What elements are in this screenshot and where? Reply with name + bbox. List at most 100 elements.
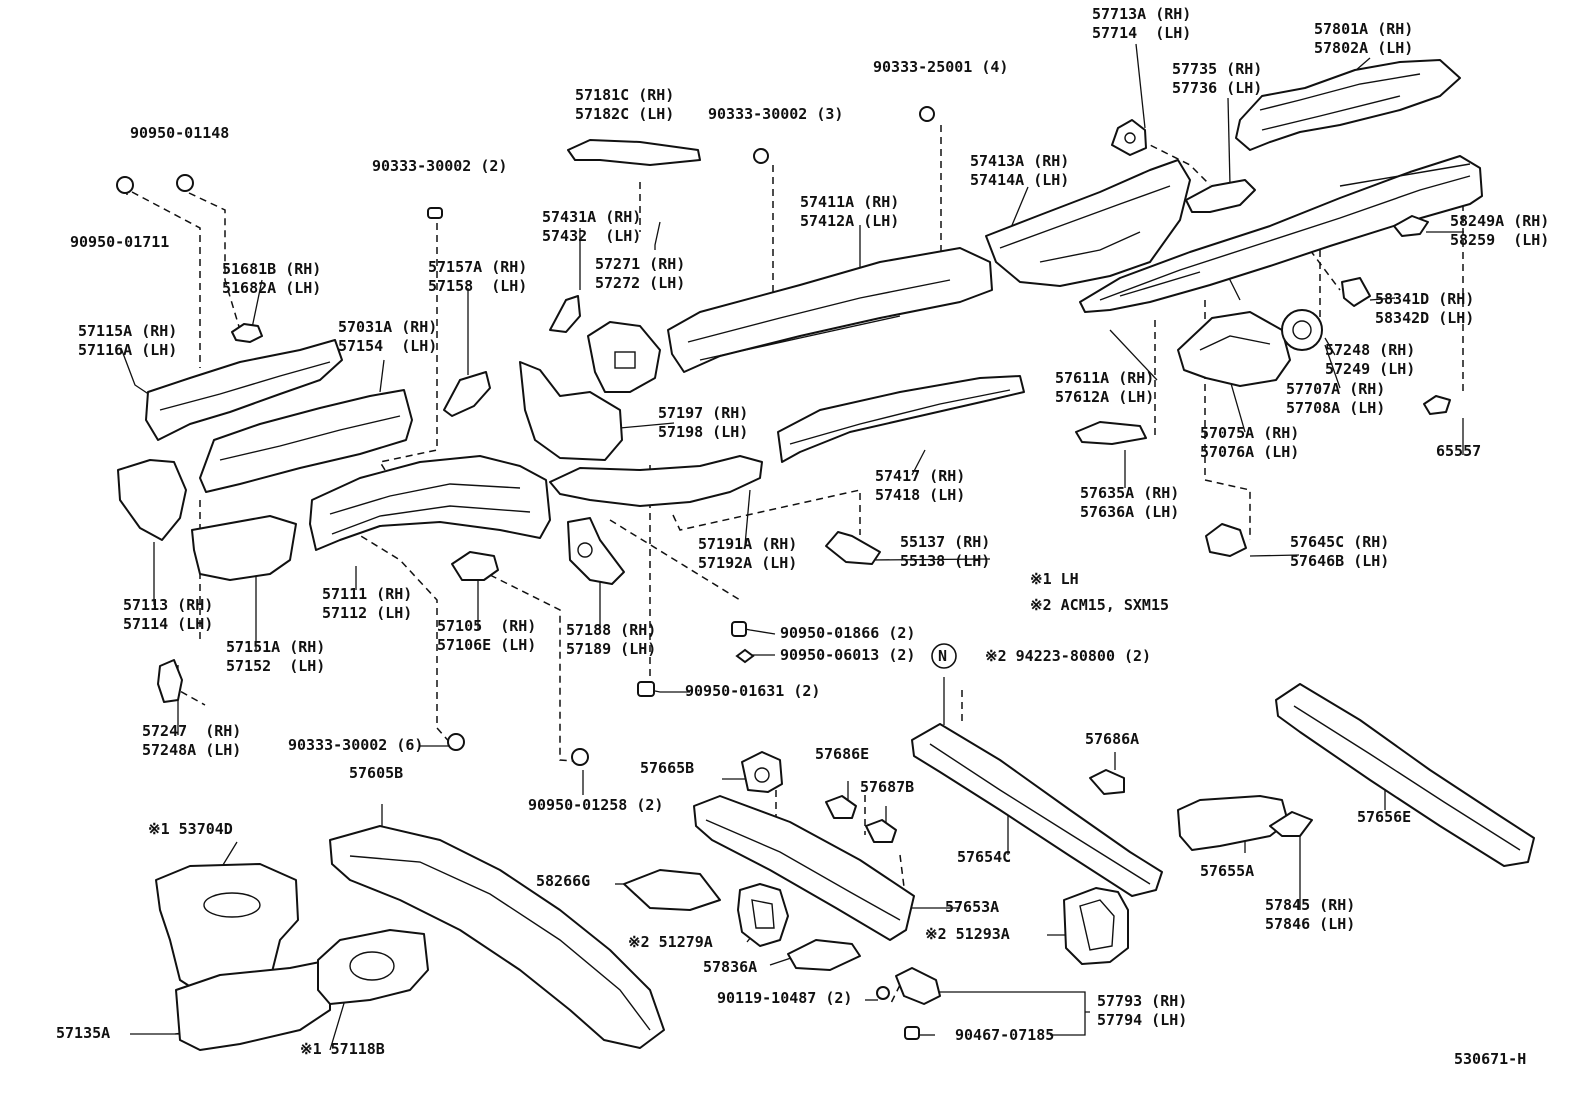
callout-line: 65557 bbox=[1436, 442, 1482, 460]
part-57115a bbox=[145, 339, 343, 441]
callout-line: 90333-30002 (6) bbox=[288, 736, 424, 754]
callout-line: ※2 51279A bbox=[628, 933, 713, 951]
callout-90333-30002-6: 90333-30002 (6) bbox=[288, 736, 423, 755]
callout-line: 57182C (LH) bbox=[575, 105, 675, 123]
callout-line: 57197 (RH) bbox=[658, 404, 749, 422]
callout-line: 55137 (RH) bbox=[900, 533, 991, 551]
part-51681b bbox=[231, 323, 263, 343]
callout-57707a: 57707A (RH)57708A (LH) bbox=[1286, 380, 1385, 418]
callout-line: 58259 (LH) bbox=[1450, 231, 1550, 249]
callout-line: ※1 53704D bbox=[148, 820, 233, 838]
callout-57635a: 57635A (RH)57636A (LH) bbox=[1080, 484, 1179, 522]
callout-line: 57115A (RH) bbox=[78, 322, 178, 340]
callout-57801a: 57801A (RH)57802A (LH) bbox=[1314, 20, 1413, 58]
callout-line: 58342D (LH) bbox=[1375, 309, 1475, 327]
part-65557 bbox=[1423, 395, 1451, 415]
callout-line: 57152 (LH) bbox=[226, 657, 326, 675]
callout-57111: 57111 (RH)57112 (LH) bbox=[322, 585, 412, 623]
callout-line: 57158 (LH) bbox=[428, 277, 528, 295]
callout-line: 90467-07185 bbox=[955, 1026, 1055, 1044]
callout-94223-80800: ※2 94223-80800 (2) bbox=[985, 647, 1151, 666]
fasteners bbox=[116, 106, 935, 1040]
callout-57653a: 57653A bbox=[945, 898, 999, 917]
callout-line: 57135A bbox=[56, 1024, 111, 1042]
callout-57665b: 57665B bbox=[640, 759, 694, 778]
callout-line: 57248 (RH) bbox=[1325, 341, 1416, 359]
callout-line: 57154 (LH) bbox=[338, 337, 438, 355]
callout-line: 57793 (RH) bbox=[1097, 992, 1188, 1010]
callout-line: 57653A bbox=[945, 898, 1000, 916]
part-57417 bbox=[777, 375, 1025, 463]
callout-57431a: 57431A (RH)57432 (LH) bbox=[542, 208, 641, 246]
callout-57605b: 57605B bbox=[349, 764, 403, 783]
callout-line: 57656E bbox=[1357, 808, 1412, 826]
part-51293a bbox=[1063, 887, 1129, 965]
callout-line: 57612A (LH) bbox=[1055, 388, 1155, 406]
part-57413a bbox=[985, 159, 1191, 287]
callout-57645c: 57645C (RH)57646B (LH) bbox=[1290, 533, 1389, 571]
callout-57181c: 57181C (RH)57182C (LH) bbox=[575, 86, 674, 124]
callout-57836a: 57836A bbox=[703, 958, 757, 977]
callout-line: 57794 (LH) bbox=[1097, 1011, 1188, 1029]
callout-line: 57413A (RH) bbox=[970, 152, 1070, 170]
part-57031a bbox=[199, 389, 413, 493]
callout-57735: 57735 (RH)57736 (LH) bbox=[1172, 60, 1262, 98]
callout-90950-01148: 90950-01148 bbox=[130, 124, 229, 143]
callout-line: 57198 (LH) bbox=[658, 423, 749, 441]
part-55137 bbox=[825, 531, 881, 565]
callout-line: 57076A (LH) bbox=[1200, 443, 1300, 461]
callout-57686a: 57686A bbox=[1085, 730, 1139, 749]
callout-line: 51681B (RH) bbox=[222, 260, 322, 278]
callout-line: 57686A bbox=[1085, 730, 1140, 748]
callout-line: 57075A (RH) bbox=[1200, 424, 1300, 442]
part-57653a bbox=[693, 795, 915, 941]
callout-57687b: 57687B bbox=[860, 778, 914, 797]
part-57197 bbox=[519, 361, 623, 461]
part-57135a bbox=[175, 959, 331, 1051]
callout-line: 57714 (LH) bbox=[1092, 24, 1192, 42]
callout-57248: 57248 (RH)57249 (LH) bbox=[1325, 341, 1415, 379]
callout-line: 57636A (LH) bbox=[1080, 503, 1180, 521]
callout-57188: 57188 (RH)57189 (LH) bbox=[566, 621, 656, 659]
callout-line: 57611A (RH) bbox=[1055, 369, 1155, 387]
callout-line: 57605B bbox=[349, 764, 404, 782]
callout-58249a: 58249A (RH)58259 (LH) bbox=[1450, 212, 1549, 250]
callout-90467-07185: 90467-07185 bbox=[955, 1026, 1054, 1045]
dashed-reference-lines bbox=[126, 125, 1464, 1006]
callout-line: 57188 (RH) bbox=[566, 621, 657, 639]
part-58341d bbox=[1341, 277, 1371, 307]
callout-line: 57114 (LH) bbox=[123, 615, 214, 633]
callout-line: 57181C (RH) bbox=[575, 86, 675, 104]
part-58266g bbox=[623, 869, 721, 911]
callout-line: 57249 (LH) bbox=[1325, 360, 1416, 378]
callout-90333-30002-2: 90333-30002 (2) bbox=[372, 157, 507, 176]
callout-57031a: 57031A (RH)57154 (LH) bbox=[338, 318, 437, 356]
part-57188 bbox=[567, 517, 625, 585]
part-57105 bbox=[451, 551, 499, 581]
callout-line: 51682A (LH) bbox=[222, 279, 322, 297]
callout-53704d: ※1 53704D bbox=[148, 820, 233, 839]
diagram-reference-number: 530671-H bbox=[1454, 1050, 1526, 1069]
callout-51293a: ※2 51293A bbox=[925, 925, 1010, 944]
callout-line: 90950-01711 bbox=[70, 233, 170, 251]
callout-57611a: 57611A (RH)57612A (LH) bbox=[1055, 369, 1154, 407]
part-57655a bbox=[1177, 795, 1289, 851]
callout-line: 57646B (LH) bbox=[1290, 552, 1390, 570]
part-57836a bbox=[787, 939, 861, 971]
callout-line: 57432 (LH) bbox=[542, 227, 642, 245]
part-57845 bbox=[1269, 811, 1313, 837]
callout-line: 57735 (RH) bbox=[1172, 60, 1263, 78]
callout-line: 90950-01631 (2) bbox=[685, 682, 821, 700]
part-57111 bbox=[309, 455, 551, 551]
callout-57413a: 57413A (RH)57414A (LH) bbox=[970, 152, 1069, 190]
part-57181c bbox=[567, 139, 701, 166]
callout-line: 57845 (RH) bbox=[1265, 896, 1356, 914]
callout-line: 57105 (RH) bbox=[437, 617, 537, 635]
callout-57417: 57417 (RH)57418 (LH) bbox=[875, 467, 965, 505]
callout-57793: 57793 (RH)57794 (LH) bbox=[1097, 992, 1187, 1030]
part-57271 bbox=[587, 321, 661, 393]
callout-line: 57113 (RH) bbox=[123, 596, 214, 614]
part-57075a bbox=[1177, 311, 1291, 387]
callout-57191a: 57191A (RH)57192A (LH) bbox=[698, 535, 797, 573]
